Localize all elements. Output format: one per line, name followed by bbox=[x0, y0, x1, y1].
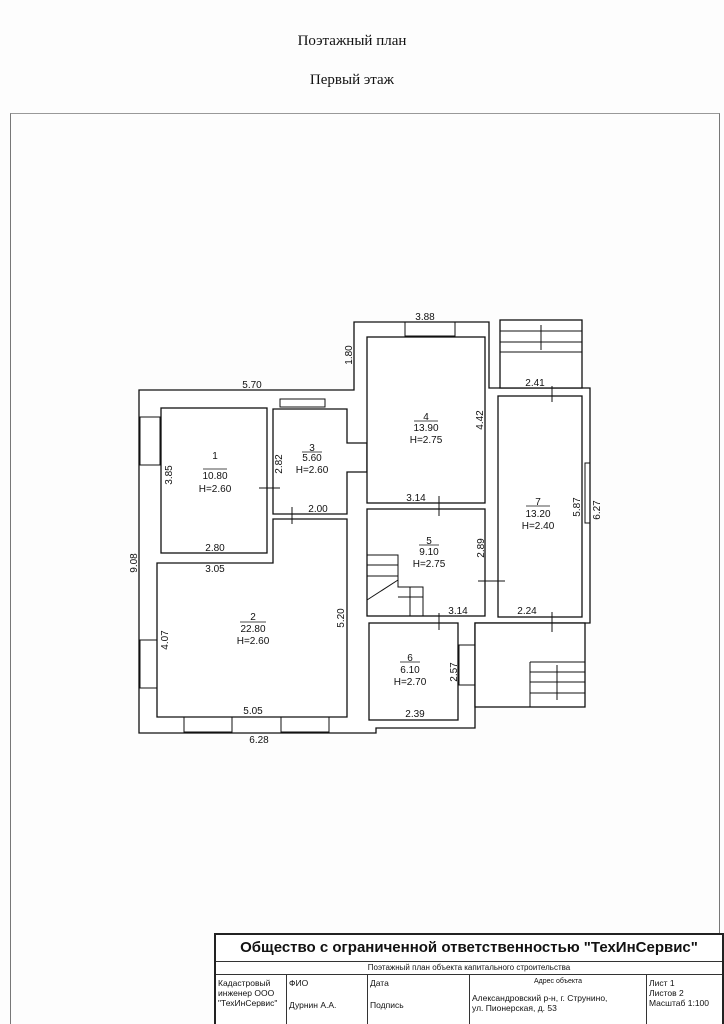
room-2-area: 22.80 bbox=[240, 624, 265, 635]
room-4 bbox=[366, 336, 486, 504]
engineer-line-3: "ТехИнСервис" bbox=[218, 998, 278, 1008]
room-4-height: H=2.75 bbox=[410, 435, 443, 446]
dim-5-05: 5.05 bbox=[243, 706, 263, 717]
room-5-height: H=2.75 bbox=[413, 559, 446, 570]
room-4-number: 4 bbox=[423, 412, 429, 423]
room-1-number: 1 bbox=[212, 451, 218, 462]
dim-4-07: 4.07 bbox=[160, 630, 171, 650]
drawing-frame bbox=[10, 113, 720, 1024]
fio-value: Дурнин А.А. bbox=[289, 1000, 337, 1010]
dim-2-00: 2.00 bbox=[308, 504, 328, 515]
room-3-number: 3 bbox=[309, 443, 315, 454]
room-4-area: 13.90 bbox=[413, 423, 438, 434]
dim-2-57: 2.57 bbox=[449, 662, 460, 682]
room-7-number: 7 bbox=[535, 497, 541, 508]
dim-3-14-bottom: 3.14 bbox=[448, 606, 468, 617]
scale: Масштаб 1:100 bbox=[649, 998, 709, 1008]
engineer-line-1: Кадастровый bbox=[218, 978, 271, 988]
date-label: Дата bbox=[370, 978, 389, 988]
room-6-height: H=2.70 bbox=[394, 677, 427, 688]
dim-4-42: 4.42 bbox=[475, 410, 486, 430]
dim-2-24: 2.24 bbox=[517, 606, 537, 617]
room-3-height: H=2.60 bbox=[296, 465, 329, 476]
dim-3-14-top: 3.14 bbox=[406, 493, 426, 504]
room-1 bbox=[160, 407, 268, 554]
room-1-area: 10.80 bbox=[202, 471, 227, 482]
room-7 bbox=[497, 395, 583, 618]
dim-9-08: 9.08 bbox=[129, 553, 140, 573]
dim-2-89: 2.89 bbox=[476, 538, 487, 558]
dim-3-85: 3.85 bbox=[164, 465, 175, 485]
dim-3-05: 3.05 bbox=[205, 564, 225, 575]
document-subtitle: Поэтажный план объекта капитального стро… bbox=[216, 962, 722, 975]
sheet-count: Листов 2 bbox=[649, 988, 684, 998]
dim-2-41: 2.41 bbox=[525, 378, 545, 389]
room-2-height: H=2.60 bbox=[237, 636, 270, 647]
room-5 bbox=[366, 508, 486, 617]
company-name: Общество с ограниченной ответственностью… bbox=[216, 935, 722, 962]
dimension-labels: 3.88 1.80 5.70 2.41 4.42 3.85 2.82 3.14 … bbox=[129, 312, 603, 746]
dim-3-88: 3.88 bbox=[415, 312, 435, 323]
floor-title: Первый этаж bbox=[309, 72, 395, 88]
address-label: Адрес объекта bbox=[533, 978, 583, 985]
room-3-area: 5.60 bbox=[302, 453, 322, 464]
dim-5-70: 5.70 bbox=[242, 380, 262, 391]
signature-label: Подпись bbox=[370, 1000, 404, 1010]
address-line-2: ул. Пионерская, д. 53 bbox=[472, 1003, 557, 1013]
dim-6-28: 6.28 bbox=[249, 735, 269, 746]
room-6-number: 6 bbox=[407, 653, 413, 664]
room-7-area: 13.20 bbox=[525, 509, 550, 520]
dim-5-20: 5.20 bbox=[336, 608, 347, 628]
dim-2-80: 2.80 bbox=[205, 543, 225, 554]
room-5-number: 5 bbox=[426, 536, 432, 547]
dim-2-39: 2.39 bbox=[405, 709, 425, 720]
plan-title: Поэтажный план bbox=[297, 33, 407, 49]
room-2-number: 2 bbox=[250, 612, 256, 623]
engineer-line-2: инженер ООО bbox=[218, 988, 275, 998]
room-6 bbox=[368, 622, 459, 721]
room-2 bbox=[156, 518, 348, 718]
sheet-number: Лист 1 bbox=[649, 978, 675, 988]
room-5-area: 9.10 bbox=[419, 547, 439, 558]
title-block: Общество с ограниченной ответственностью… bbox=[214, 933, 724, 1024]
room-labels: 110.80H=2.60 222.80H=2.60 35.60H=2.60 41… bbox=[199, 412, 555, 688]
address-line-1: Александровский р-н, г. Струнино, bbox=[472, 993, 608, 1003]
stairs-and-windows bbox=[139, 321, 591, 733]
dim-2-82: 2.82 bbox=[274, 454, 285, 474]
fio-label: ФИО bbox=[289, 978, 309, 988]
dim-6-27: 6.27 bbox=[592, 500, 603, 520]
room-7-height: H=2.40 bbox=[522, 521, 555, 532]
room-6-area: 6.10 bbox=[400, 665, 420, 676]
dim-5-87: 5.87 bbox=[572, 497, 583, 517]
room-1-height: H=2.60 bbox=[199, 484, 232, 495]
dim-1-80: 1.80 bbox=[344, 345, 355, 365]
